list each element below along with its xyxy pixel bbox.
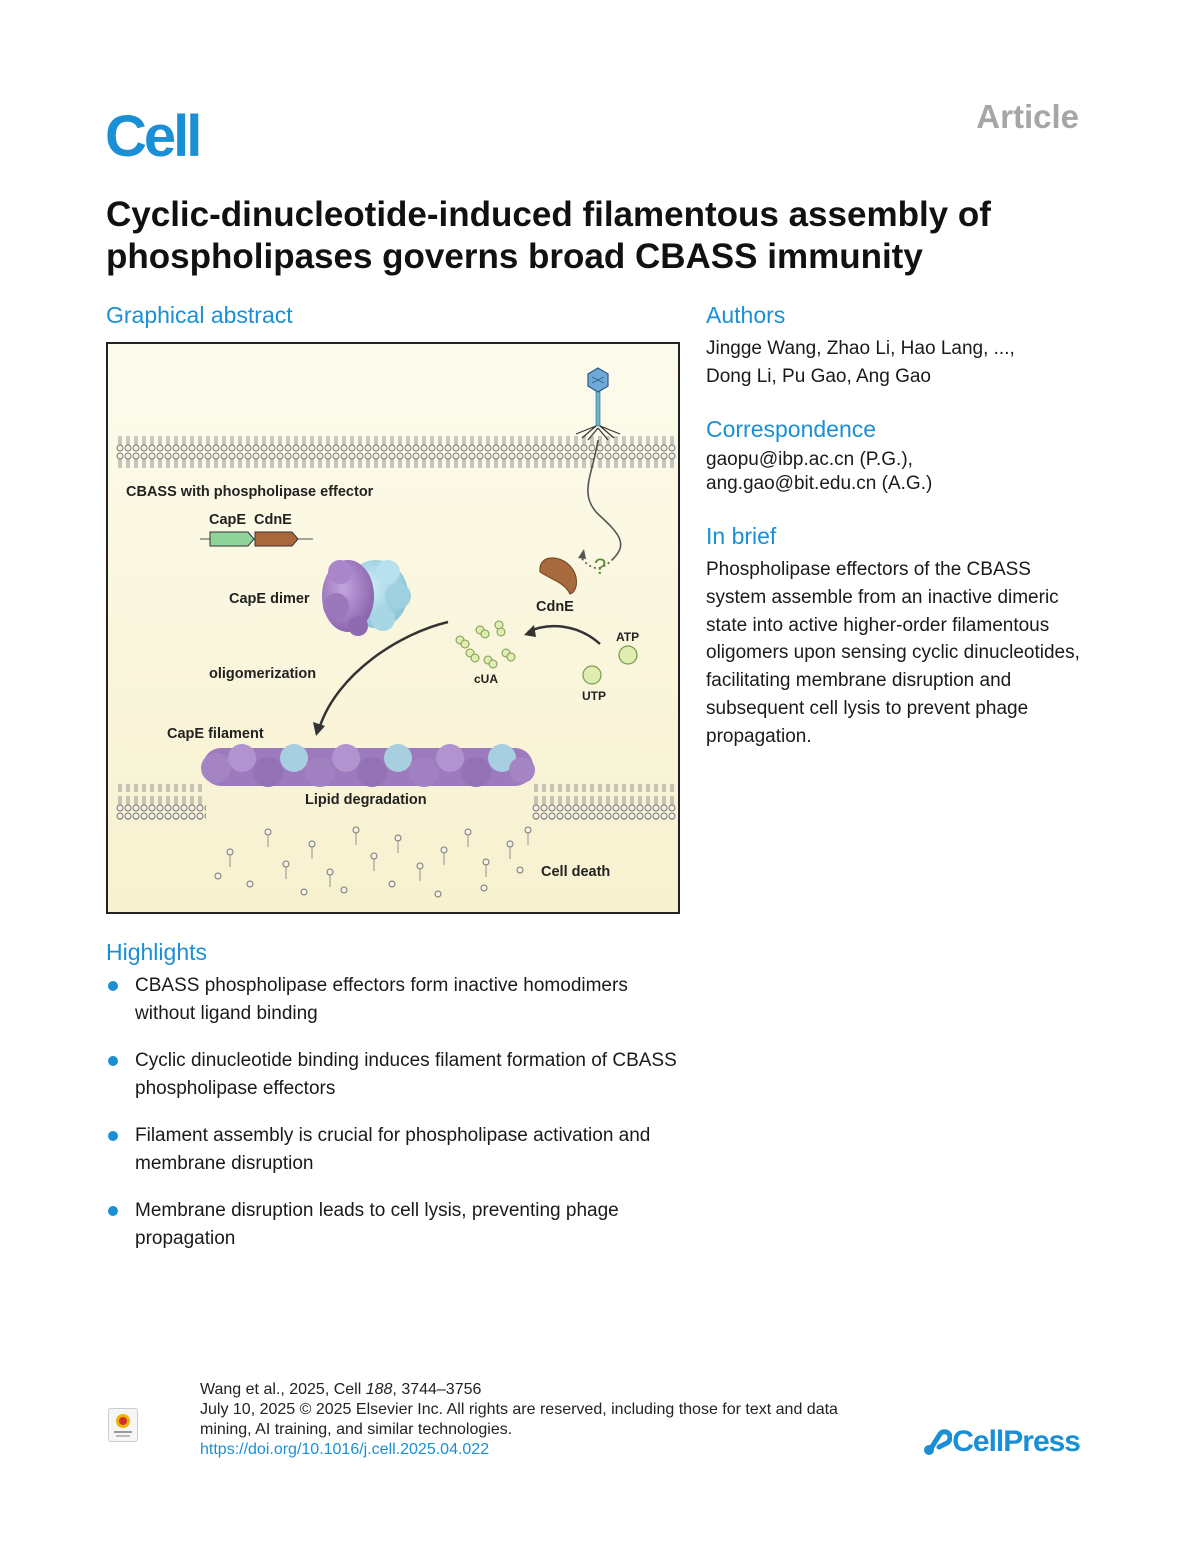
atp-molecule bbox=[618, 645, 638, 665]
oligomerization-arrow bbox=[318, 620, 449, 727]
citation-footer: Wang et al., 2025, Cell 188, 3744–3756 J… bbox=[200, 1380, 840, 1460]
bullet-icon bbox=[108, 1131, 118, 1141]
article-title: Cyclic-dinucleotide-induced filamentous … bbox=[106, 195, 991, 276]
authors-line-1: Jingge Wang, Zhao Li, Hao Lang, ..., bbox=[706, 338, 1015, 359]
authors-line-2: Dong Li, Pu Gao, Ang Gao bbox=[706, 366, 931, 387]
in-brief-heading: In brief bbox=[706, 523, 777, 549]
label-cbass: CBASS with phospholipase effector bbox=[126, 484, 374, 500]
article-type-label: Article bbox=[976, 98, 1079, 135]
highlight-item: Membrane disruption leads to cell lysis,… bbox=[106, 1197, 686, 1253]
bullet-icon bbox=[108, 1056, 118, 1066]
top-membrane bbox=[116, 436, 676, 472]
cdne-enzyme bbox=[539, 557, 577, 595]
correspondence-emails: gaopu@ibp.ac.cn (P.G.), ang.gao@bit.edu.… bbox=[706, 448, 1106, 496]
synthesis-arrow bbox=[527, 624, 601, 645]
released-lipids bbox=[214, 826, 532, 898]
authors-heading: Authors bbox=[706, 302, 786, 328]
highlights-list: CBASS phospholipase effectors form inact… bbox=[106, 972, 686, 1272]
bullet-icon bbox=[108, 1206, 118, 1216]
highlight-item: Filament assembly is crucial for phospho… bbox=[106, 1122, 686, 1178]
label-cell-death: Cell death bbox=[541, 864, 611, 880]
highlights-heading: Highlights bbox=[106, 939, 207, 965]
gene-cassette bbox=[200, 531, 313, 547]
correspondence-email-2[interactable]: ang.gao@bit.edu.cn (A.G.) bbox=[706, 473, 933, 494]
doi-link[interactable]: https://doi.org/10.1016/j.cell.2025.04.0… bbox=[200, 1441, 490, 1458]
label-cape-dimer: CapE dimer bbox=[229, 591, 310, 607]
label-lipid-degradation: Lipid degradation bbox=[305, 792, 427, 808]
label-atp: ATP bbox=[616, 630, 640, 644]
abstract-illustration bbox=[116, 367, 676, 898]
bottom-membrane-right bbox=[532, 784, 676, 820]
correspondence-email-1[interactable]: gaopu@ibp.ac.cn (P.G.), bbox=[706, 449, 913, 470]
phage-icon bbox=[575, 367, 621, 441]
highlight-item: Cyclic dinucleotide binding induces fila… bbox=[106, 1047, 686, 1103]
label-gene-cape: CapE bbox=[209, 512, 247, 528]
label-gene-cdne: CdnE bbox=[254, 512, 292, 528]
graphical-abstract-heading: Graphical abstract bbox=[106, 302, 293, 328]
highlight-item: CBASS phospholipase effectors form inact… bbox=[106, 972, 686, 1028]
cellpress-mark-icon bbox=[924, 1429, 953, 1455]
dna-dotted-arrow bbox=[579, 555, 614, 569]
copyright-text: July 10, 2025 © 2025 Elsevier Inc. All r… bbox=[200, 1401, 838, 1438]
utp-molecule bbox=[582, 665, 602, 685]
cape-filament-structure bbox=[201, 744, 535, 787]
label-cape-filament: CapE filament bbox=[167, 726, 264, 742]
authors-list: Jingge Wang, Zhao Li, Hao Lang, ..., Don… bbox=[706, 335, 1106, 391]
check-for-updates-icon[interactable] bbox=[108, 1408, 138, 1442]
label-utp: UTP bbox=[582, 689, 606, 703]
bottom-membrane-left bbox=[116, 784, 206, 820]
cellpress-logo: CellPress bbox=[922, 1425, 1081, 1459]
label-cdne: CdnE bbox=[536, 599, 574, 615]
label-cua: cUA bbox=[474, 672, 499, 686]
label-question: ? bbox=[594, 554, 607, 579]
journal-logo: Cell bbox=[105, 104, 202, 169]
in-brief-text: Phospholipase effectors of the CBASS sys… bbox=[706, 559, 1080, 747]
citation-line: Wang et al., 2025, Cell 188, 3744–3756 bbox=[200, 1381, 482, 1398]
released-lipid-tails bbox=[229, 833, 529, 887]
cape-dimer-structure bbox=[322, 560, 411, 636]
label-oligomerization: oligomerization bbox=[209, 666, 317, 682]
correspondence-heading: Correspondence bbox=[706, 416, 877, 442]
graphical-abstract-figure: CBASS with phospholipase effector CapE C… bbox=[106, 342, 680, 914]
phage-dna-strand bbox=[587, 439, 622, 560]
cua-molecules bbox=[455, 620, 516, 669]
bullet-icon bbox=[108, 981, 118, 991]
